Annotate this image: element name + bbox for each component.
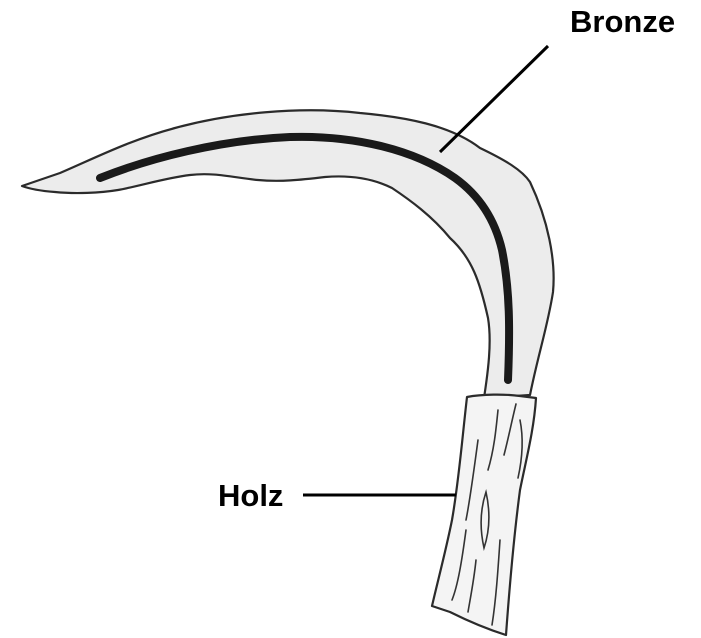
label-bronze: Bronze — [570, 6, 675, 37]
wooden-handle — [432, 395, 536, 635]
label-holz: Holz — [218, 480, 283, 511]
bronze-leader-line — [440, 46, 548, 152]
bronze-blade — [22, 110, 554, 398]
